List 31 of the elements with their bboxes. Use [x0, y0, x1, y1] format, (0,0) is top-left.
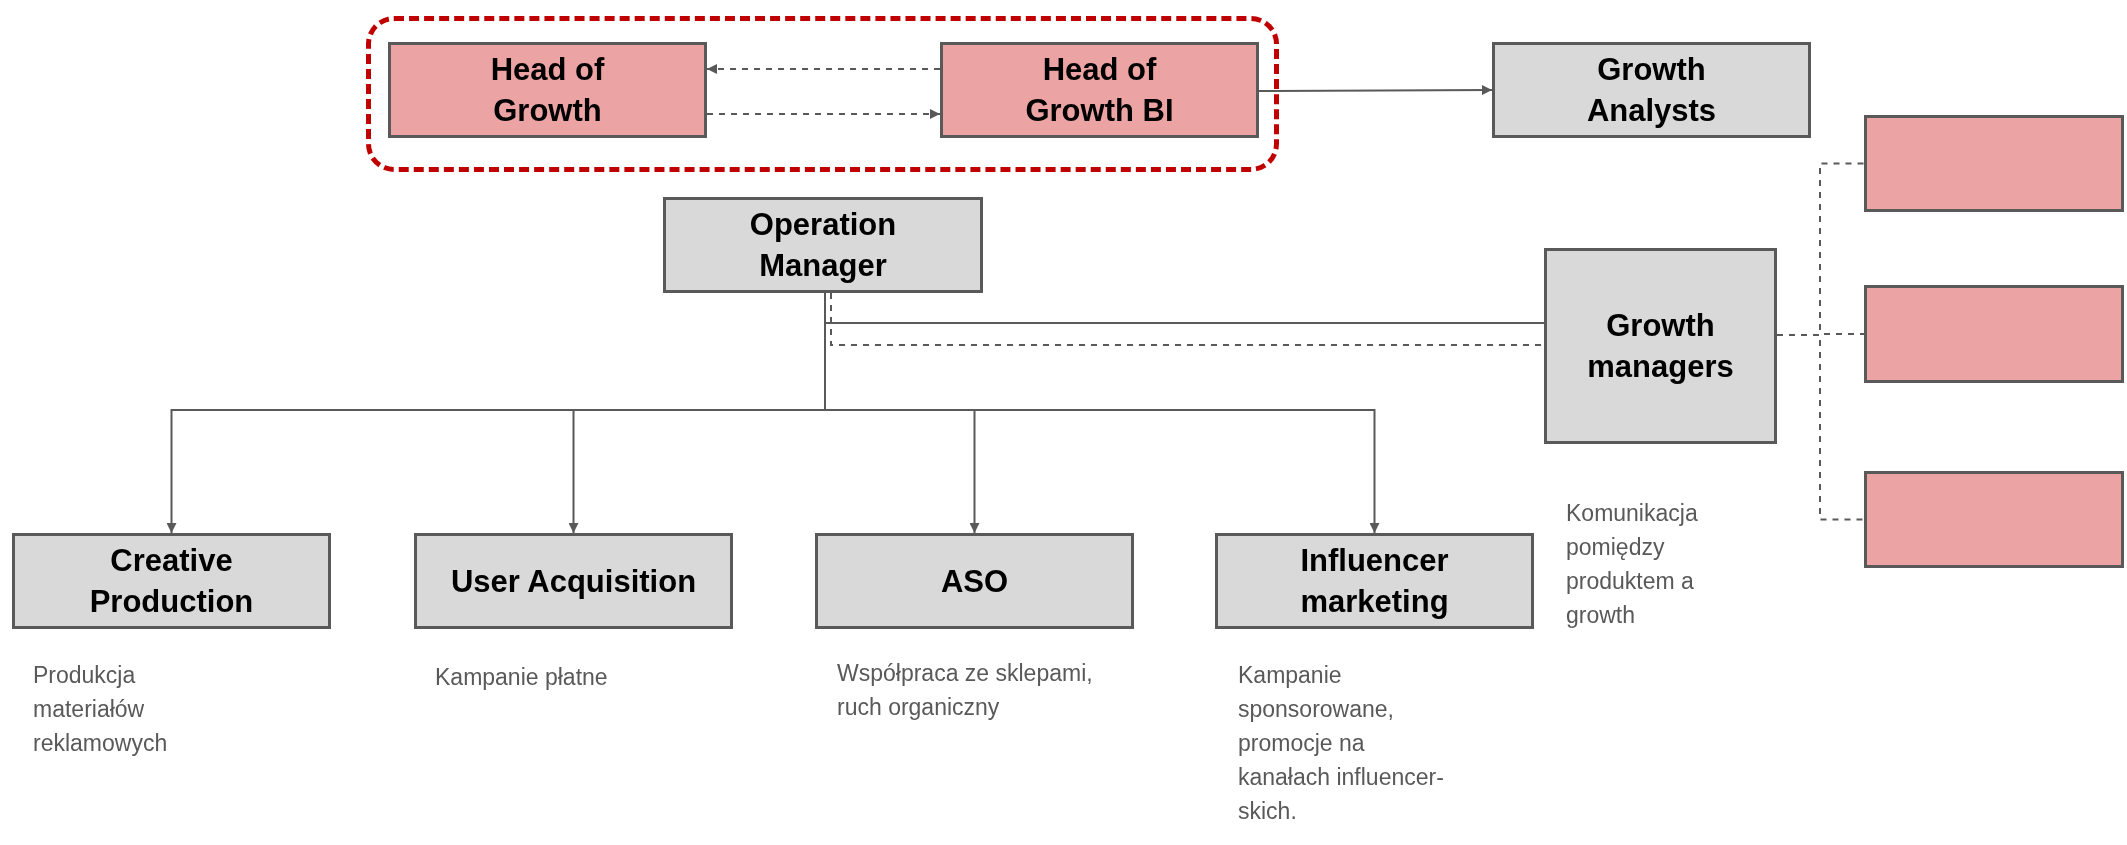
role-title: User Acquisition [450, 562, 697, 601]
connector-line [1776, 334, 1865, 521]
arrow [706, 64, 941, 74]
role-title: Influencer marketing [1299, 542, 1450, 621]
role-box [414, 533, 733, 629]
role-title: Growth managers [1586, 307, 1735, 386]
role-box [1215, 533, 1534, 629]
empty-box [1864, 285, 2124, 383]
role-box [1544, 248, 1777, 444]
empty-box [1864, 471, 2124, 568]
role-box [663, 197, 983, 293]
empty-box [1864, 115, 2124, 212]
description-text: Produkcja materiałów reklamowych [33, 661, 169, 758]
arrow [706, 109, 941, 119]
role-title: Head of Growth [489, 51, 606, 130]
dashed-group-outline [366, 16, 1279, 172]
description-text: Kampanie sponsorowane, promocje na kanałach influencer- skich. [1238, 661, 1445, 826]
description-text: Kampanie płatne [435, 663, 609, 692]
role-box [815, 533, 1134, 629]
role-title: Operation Manager [748, 206, 898, 285]
role-title: ASO [940, 562, 1009, 601]
role-box [940, 42, 1259, 138]
role-box [12, 533, 331, 629]
role-title: Creative Production [88, 542, 255, 621]
role-box [1492, 42, 1811, 138]
description-text: Współpraca ze sklepami, ruch organiczny [837, 659, 1094, 722]
arrow [1258, 85, 1493, 96]
role-box [388, 42, 707, 138]
description-text: Komunikacja pomiędzy produktem a growth [1566, 499, 1699, 630]
role-title: Growth Analysts [1585, 51, 1718, 130]
role-title: Head of Growth BI [1024, 51, 1175, 130]
